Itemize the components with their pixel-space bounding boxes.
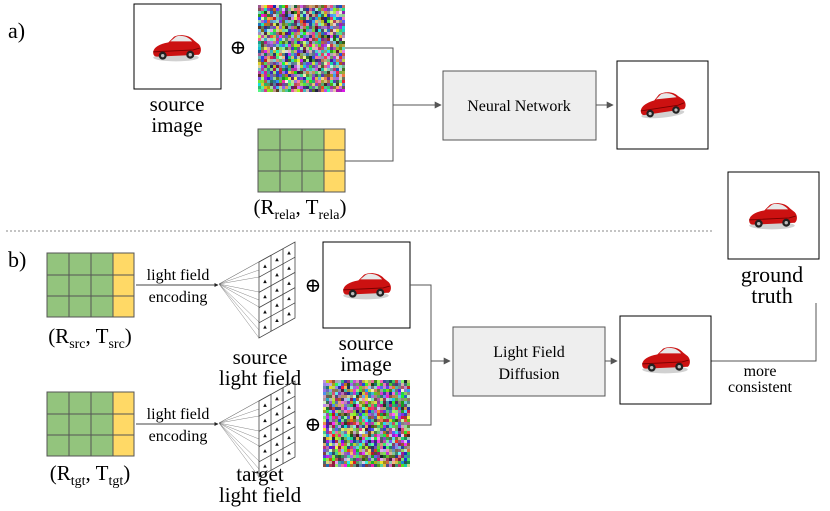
light-field-encoding-label-line2: encoding [149,289,208,306]
panel-a-tag: a) [8,18,25,43]
light-field-encoding-label-line2: encoding [149,428,208,445]
oplus-symbol: ⊕ [305,414,322,436]
light-field-points [263,390,291,468]
relative-pose-label: (Rrela, Trela) [254,195,347,223]
source-image-label-line1: source [339,331,394,355]
target-light-field-label-line2: light field [219,483,302,507]
random-noise-icon [258,5,345,92]
source-pose-label: (Rsrc, Tsrc) [48,324,132,352]
light-field-points [263,251,291,329]
consistency-label-line1: more [744,363,777,380]
ground-truth-label-line2: truth [751,283,793,308]
source-image-label-line2: image [340,352,391,376]
target-pose-label: (Rtgt, Ttgt) [50,461,131,489]
light-field-rays [218,254,272,339]
panel-a-connectors [345,47,614,162]
random-noise-icon [323,380,410,467]
source-light-field-label-line2: light field [219,366,302,390]
neural-network-label: Neural Network [467,98,571,115]
light-field-diffusion-box [452,326,606,397]
light-field-grid-icon [218,241,296,339]
light-field-encoding-label-line1: light field [147,267,210,284]
ground-truth-label-line1: ground [741,262,803,287]
source-image-label-line2: image [151,113,202,137]
light-field-diffusion-label-line2: Diffusion [498,366,559,383]
consistency-label-line2: consistent [728,379,793,396]
panel-b-tag: b) [8,247,26,272]
light-field-encoding-label-line1: light field [147,406,210,423]
source-image-label-line1: source [150,92,205,116]
neural-network-box [442,70,597,141]
panel-b-connectors [410,284,817,426]
light-field-grid-icon [218,380,296,478]
source-pose-matrix [46,252,135,318]
relative-pose-matrix [257,128,346,193]
target-light-field-label-line1: target [236,462,284,486]
oplus-symbol: ⊕ [305,275,322,297]
source-light-field-label-line1: source [233,345,288,369]
target-pose-matrix [46,391,135,457]
oplus-symbol: ⊕ [230,37,247,59]
light-field-diffusion-label-line1: Light Field [493,344,565,361]
